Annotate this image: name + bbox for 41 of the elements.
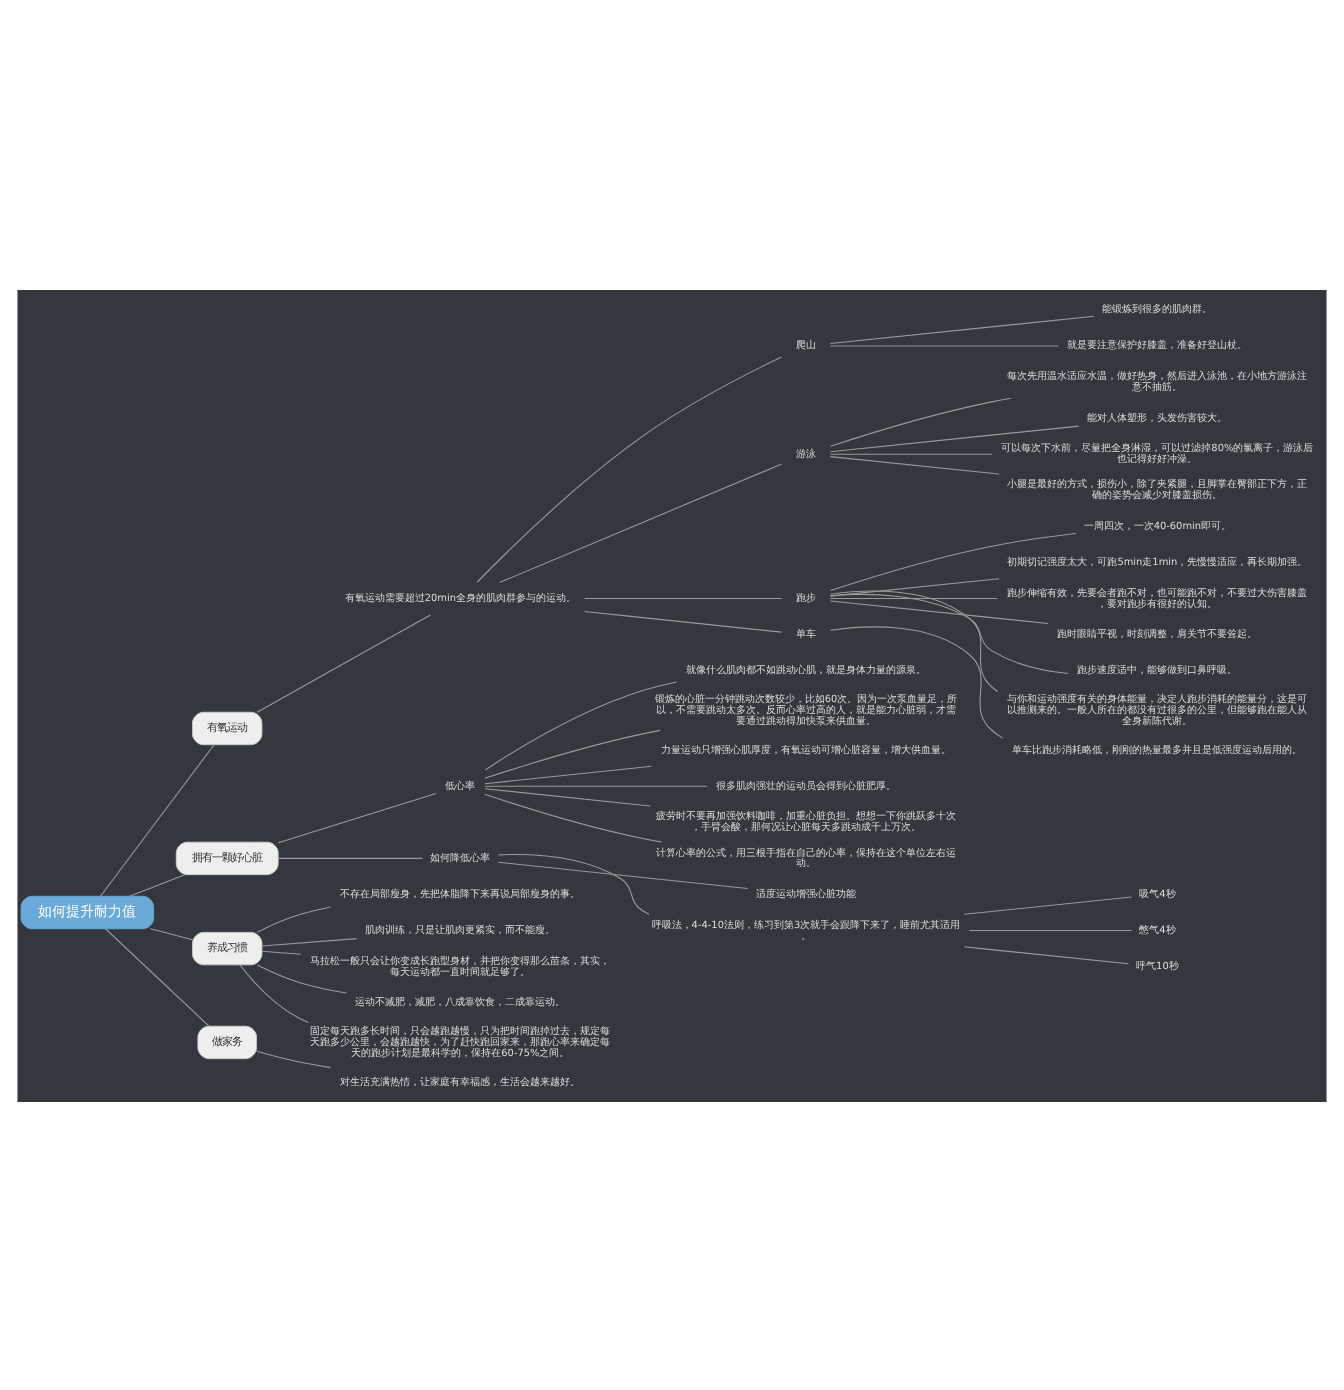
connector — [484, 784, 708, 786]
connector — [149, 927, 193, 940]
connector — [829, 424, 1080, 452]
connector — [963, 945, 1129, 964]
connector — [968, 929, 1133, 931]
connector — [105, 927, 210, 1026]
connector — [584, 597, 782, 599]
connector — [99, 743, 215, 896]
connector — [261, 937, 358, 946]
connector — [830, 396, 1012, 446]
connector — [476, 355, 783, 582]
connector — [830, 592, 1069, 674]
connector — [829, 314, 1095, 344]
connector — [256, 1049, 332, 1068]
connector — [277, 856, 423, 858]
connector — [256, 963, 347, 993]
connector — [830, 532, 1077, 591]
connector — [497, 852, 650, 914]
connector — [277, 792, 437, 843]
connector — [484, 680, 678, 770]
connector — [256, 613, 431, 712]
connector — [829, 455, 1000, 474]
connector — [261, 949, 302, 954]
connector — [256, 905, 332, 932]
connector — [499, 462, 782, 582]
connector — [829, 344, 1059, 346]
connector — [829, 597, 998, 599]
connector — [484, 728, 661, 778]
connector — [484, 764, 652, 784]
connector — [484, 792, 662, 842]
connector — [830, 589, 999, 691]
connector — [829, 599, 1049, 623]
connector — [829, 452, 993, 454]
connector — [963, 895, 1133, 914]
connector — [484, 787, 651, 806]
connector — [497, 860, 749, 888]
connector — [829, 577, 1000, 596]
connector — [584, 610, 782, 632]
connector — [129, 873, 186, 896]
connector — [239, 963, 309, 1023]
connector — [829, 625, 1004, 738]
